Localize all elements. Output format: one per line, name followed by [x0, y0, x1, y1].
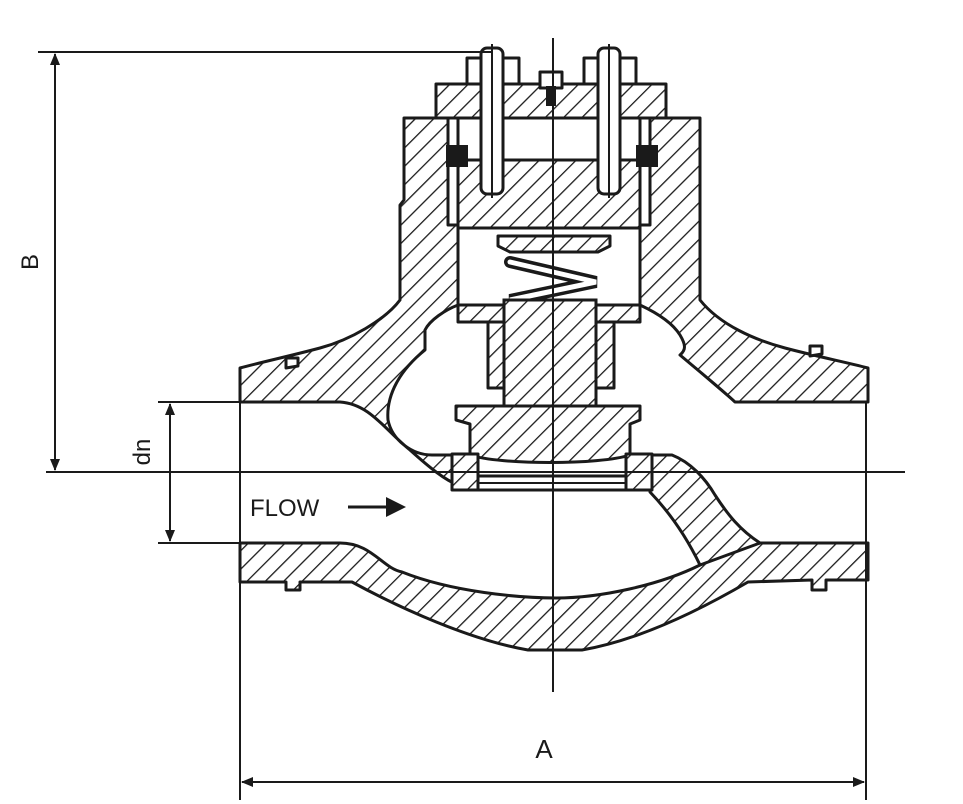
dimension-b — [38, 51, 492, 473]
dimension-a-label: A — [535, 734, 553, 764]
dimension-dn — [158, 401, 240, 544]
flow-label: FLOW — [250, 495, 320, 522]
valve-disc — [454, 298, 642, 464]
dimension-a — [239, 402, 867, 800]
bonnet-bolt-left — [465, 44, 521, 198]
bonnet-gasket-right — [636, 145, 658, 167]
vent-plug — [538, 70, 564, 106]
bonnet-gasket-left — [446, 145, 468, 167]
arrow-right-icon — [348, 497, 406, 517]
bonnet-bolt-right — [582, 44, 638, 198]
dimension-b-label: B — [17, 254, 44, 270]
dimension-dn-label: dn — [129, 439, 156, 466]
